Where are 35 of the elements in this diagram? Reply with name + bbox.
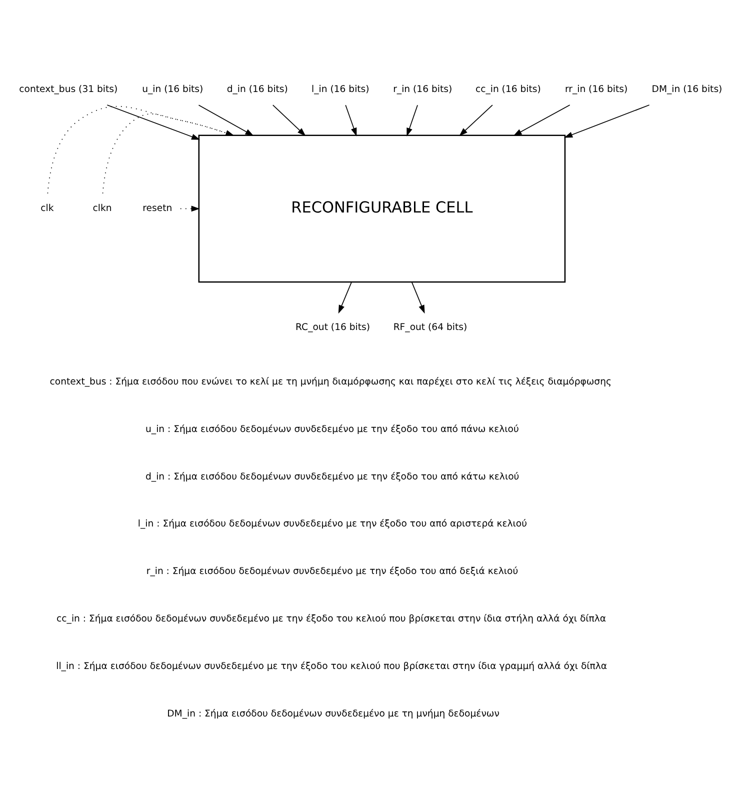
label: d_in : Σήμα εισόδου δεδομένων συνδεδεμένο με την έξοδο του από κάτω κελιού — [146, 470, 520, 482]
node-box: RECONFIGURABLE CELL — [198, 134, 566, 282]
node-text: clkn — [92, 202, 112, 214]
label: context_bus : Σήμα εισόδου που ενώνει το κελί με τη μνήμη διαμόρφωσης και παρέχει στο κελί τις λέξεις διαμόρφωσης — [50, 376, 612, 387]
node-text: u_in (16 bits) — [142, 84, 204, 95]
arrow — [198, 104, 254, 136]
label: l_in : Σήμα εισόδου δεδομένων συνδεδεμένο με την έξοδο του από αριστερά κελιού — [138, 518, 528, 530]
label: DM_in : Σήμα εισόδου δεδομένων συνδεδεμένο με τη μνήμη δεδομένων — [167, 708, 500, 720]
arrow — [338, 281, 352, 314]
arrow — [47, 105, 234, 194]
arrow — [345, 104, 357, 136]
arrow — [513, 104, 570, 136]
arrow — [180, 205, 200, 212]
node-text: l_in (16 bits) — [312, 84, 370, 95]
node-text: context_bus (31 bits) — [19, 84, 118, 95]
node-text: clk — [40, 202, 54, 214]
node-text: RC_out (16 bits) — [296, 322, 370, 333]
arrow — [102, 112, 234, 194]
label: cc_in : Σήμα εισόδου δεδομένων συνδεδεμένο με την έξοδο του κελιού που βρίσκεται στην ίδια στήλη αλλά όχι δίπλα — [56, 613, 606, 624]
arrow — [106, 104, 200, 140]
label: ll_in : Σήμα εισόδου δεδομένων συνδεδεμένο με την έξοδο του κελιού που βρίσκεται στην ίδια γραμμή αλλά όχι δίπλα — [56, 660, 608, 672]
arrow — [406, 104, 418, 136]
node-text: resetn — [142, 202, 172, 214]
arrow — [411, 281, 425, 314]
node-text: RF_out (64 bits) — [393, 322, 468, 333]
node-text: cc_in (16 bits) — [475, 84, 541, 95]
node-text: DM_in (16 bits) — [652, 84, 722, 95]
label: u_in : Σήμα εισόδου δεδομένων συνδεδεμένο με την έξοδο του από πάνω κελιού — [146, 423, 519, 434]
label: r_in : Σήμα εισόδου δεδομένων συνδεδεμένο με την έξοδο του από δεξιά κελιού — [146, 566, 518, 577]
arrow — [272, 104, 306, 136]
node-text: r_in (16 bits) — [393, 84, 452, 95]
node-text: d_in (16 bits) — [226, 84, 288, 95]
node-text: rr_in (16 bits) — [564, 84, 628, 95]
arrow — [459, 104, 493, 136]
arrow — [564, 104, 650, 138]
